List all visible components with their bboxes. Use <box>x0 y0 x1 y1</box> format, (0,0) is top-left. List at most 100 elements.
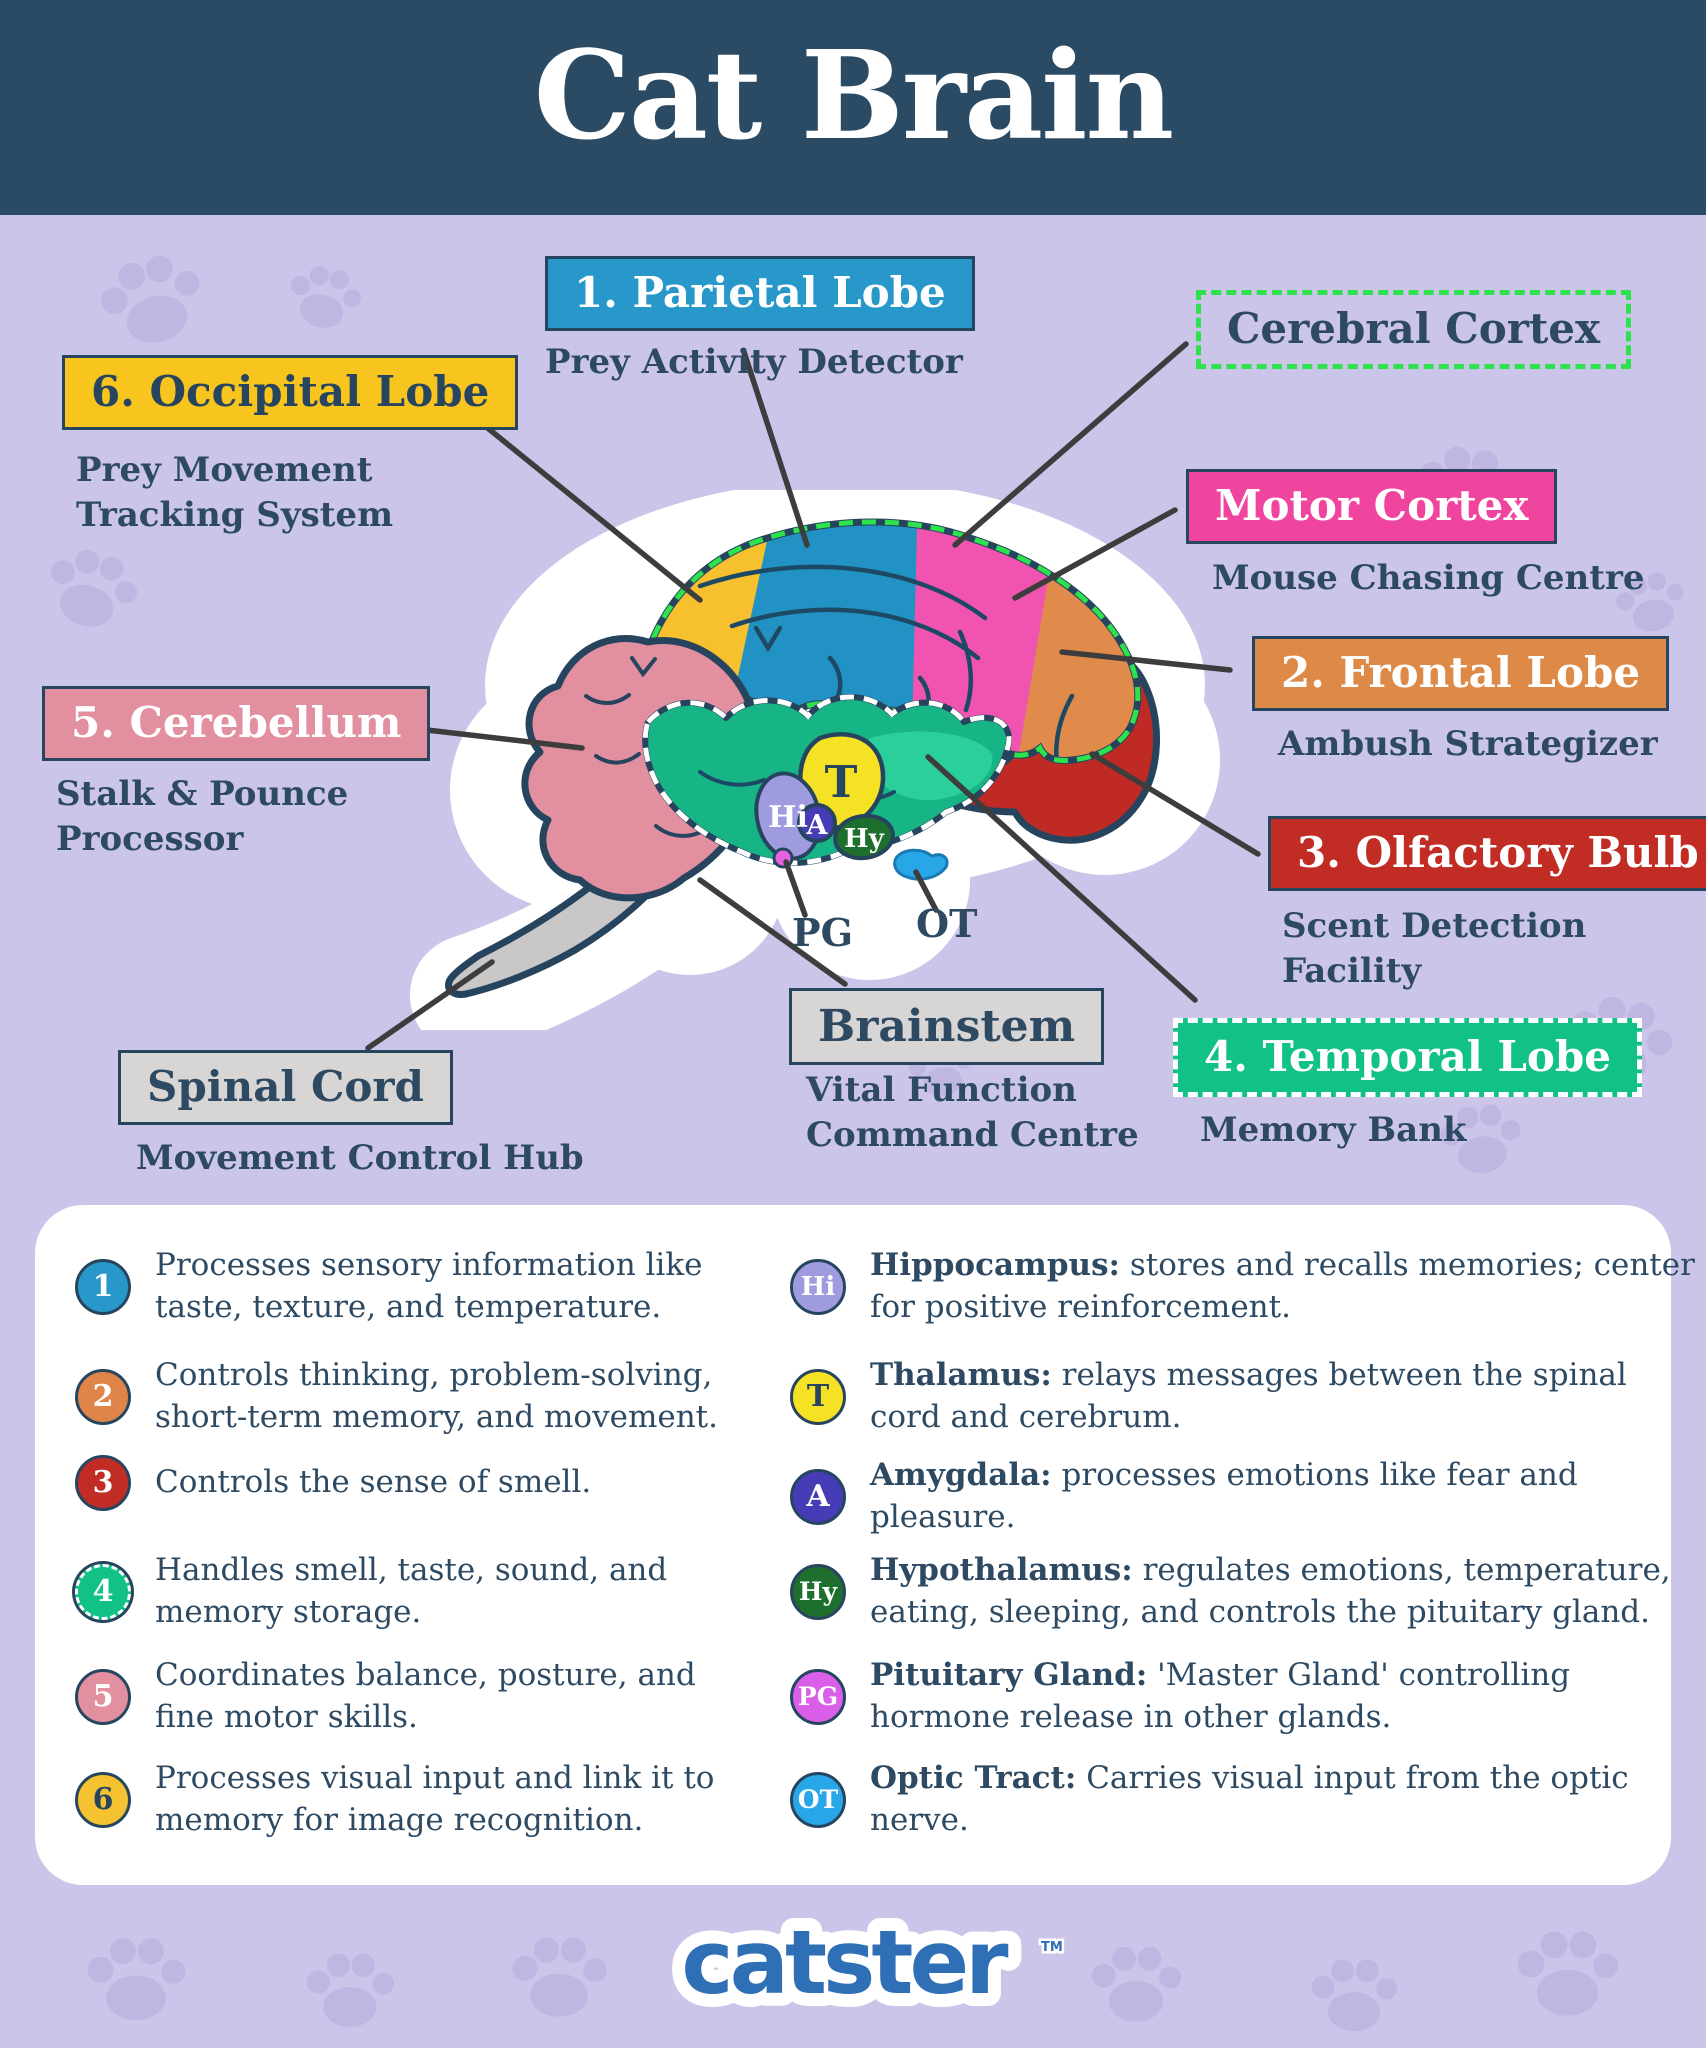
legend-number-5: 5 <box>75 1668 131 1725</box>
paw-print <box>1510 1918 1625 2033</box>
legend-item-4: 4 Handles smell, taste, sound, and memor… <box>75 1550 730 1633</box>
legend-desc-pituitary: 'Master Gland' controlling hormone relea… <box>870 1657 1571 1735</box>
legend-abbr-hy: Hy <box>790 1563 846 1620</box>
legend-item-6: 6 Processes visual input and link it to … <box>75 1758 730 1841</box>
amygdala-letter: A <box>806 810 829 841</box>
subtitle-brainstem-line1: Vital Function <box>806 1070 1077 1110</box>
subtitle-motor: Mouse Chasing Centre <box>1212 558 1645 598</box>
subtitle-brainstem: Vital Function Command Centre <box>806 1068 1139 1158</box>
paw-print <box>275 250 372 347</box>
legend-text-hippocampus: Hippocampus: stores and recalls memories… <box>870 1245 1700 1328</box>
label-motor-cortex: Motor Cortex <box>1186 469 1558 544</box>
hypothalamus-shape <box>833 813 895 861</box>
line-spinal-cord <box>365 959 495 1051</box>
label-frontal-lobe: 2. Frontal Lobe <box>1252 636 1670 711</box>
subtitle-cerebellum-line2: Processor <box>56 818 244 859</box>
legend-item-thalamus: T Thalamus: relays messages between the … <box>790 1355 1700 1438</box>
sulci-lines <box>644 564 1075 761</box>
legend-text-optic-tract: Optic Tract: Carries visual input from t… <box>870 1758 1700 1841</box>
paw-print <box>80 1925 192 2037</box>
cerebellum-shape <box>521 635 764 902</box>
legend-desc-hippocampus: stores and recalls memories; center for … <box>870 1247 1695 1325</box>
header-bar: Cat Brain <box>0 0 1706 215</box>
subtitle-olfactory-line1: Scent Detection <box>1282 906 1587 946</box>
label-olfactory-bulb: 3. Olfactory Bulb <box>1268 816 1706 891</box>
legend-item-5: 5 Coordinates balance, posture, and fine… <box>75 1655 730 1738</box>
legend-item-hypothalamus: Hy Hypothalamus: regulates emotions, tem… <box>790 1550 1700 1633</box>
subtitle-cerebellum: Stalk & Pounce Processor <box>56 772 348 862</box>
temporal-lobe-shape <box>642 694 1012 866</box>
subtitle-brainstem-line2: Command Centre <box>806 1114 1139 1155</box>
legend-number-1: 1 <box>75 1258 131 1315</box>
thalamus-letter: T <box>825 757 858 808</box>
paw-print <box>28 528 154 654</box>
legend-text-pituitary: Pituitary Gland: 'Master Gland' controll… <box>870 1655 1700 1738</box>
catster-logo-text: catster <box>681 1911 1009 2014</box>
legend-item-1: 1 Processes sensory information like tas… <box>75 1245 730 1328</box>
legend-text-thalamus: Thalamus: relays messages between the sp… <box>870 1355 1700 1438</box>
label-parietal-lobe: 1. Parietal Lobe <box>545 256 975 331</box>
legend-number-2: 2 <box>75 1368 131 1425</box>
legend-abbr-hi: Hi <box>790 1258 846 1315</box>
legend-term-optic-tract: Optic Tract: <box>870 1760 1077 1796</box>
legend-term-amygdala: Amygdala: <box>870 1457 1052 1493</box>
line-temporal <box>925 754 1198 1003</box>
hippocampus-shape <box>754 771 822 861</box>
legend-abbr-t: T <box>790 1368 846 1425</box>
legend-text-3: Controls the sense of smell. <box>155 1464 592 1501</box>
optic-tract-shape <box>893 848 949 881</box>
spinal-cord-shape <box>445 804 699 998</box>
legend-item-optic-tract: OT Optic Tract: Carries visual input fro… <box>790 1758 1700 1841</box>
catster-logo: catster TM <box>668 1905 1065 2025</box>
subtitle-occipital: Prey Movement Tracking System <box>76 448 393 538</box>
legend-item-hippocampus: Hi Hippocampus: stores and recalls memor… <box>790 1245 1700 1328</box>
thalamus-shape <box>798 732 886 830</box>
legend-desc-hypothalamus: regulates emotions, temperature, eating,… <box>870 1552 1671 1630</box>
legend-desc-thalamus: relays messages between the spinal cord … <box>870 1357 1627 1435</box>
subtitle-olfactory: Scent Detection Facility <box>1282 904 1586 994</box>
legend-text-hypothalamus: Hypothalamus: regulates emotions, temper… <box>870 1550 1700 1633</box>
legend-number-3: 3 <box>75 1455 131 1511</box>
legend-desc-optic-tract: Carries visual input from the optic nerv… <box>870 1760 1629 1838</box>
cerebral-cortex-dashed-outline <box>635 519 1141 763</box>
legend-text-4: Handles smell, taste, sound, and memory … <box>155 1552 668 1630</box>
line-motor-cortex <box>1012 507 1178 601</box>
catster-tm: TM <box>1041 1940 1063 1955</box>
diagram-abbr-pg: PG <box>792 910 854 955</box>
subtitle-olfactory-line2: Facility <box>1282 950 1422 991</box>
line-cerebral-cortex <box>952 341 1189 548</box>
line-occipital <box>455 401 703 603</box>
pituitary-gland-shape <box>772 847 794 869</box>
paw-print <box>300 1942 400 2042</box>
label-occipital-lobe: 6. Occipital Lobe <box>62 355 519 430</box>
legend-item-pituitary: PG Pituitary Gland: 'Master Gland' contr… <box>790 1655 1700 1738</box>
subtitle-occipital-line2: Tracking System <box>76 494 394 535</box>
paw-print <box>82 232 223 373</box>
cerebrum-outline <box>634 518 1142 764</box>
subtitle-occipital-line1: Prey Movement <box>76 450 373 490</box>
subtitle-frontal: Ambush Strategizer <box>1278 724 1658 764</box>
subtitle-cerebellum-line1: Stalk & Pounce <box>56 774 349 814</box>
legend-abbr-ot: OT <box>790 1771 846 1828</box>
legend-text-2: Controls thinking, problem-solving, shor… <box>155 1357 718 1435</box>
legend-term-thalamus: Thalamus: <box>870 1357 1052 1393</box>
label-brainstem: Brainstem <box>789 988 1105 1065</box>
legend-abbr-a: A <box>790 1468 846 1525</box>
line-olfactory <box>1089 751 1261 857</box>
line-pituitary <box>783 859 808 918</box>
legend-item-amygdala: A Amygdala: processes emotions like fear… <box>790 1455 1700 1538</box>
legend-item-3: 3 Controls the sense of smell. <box>75 1455 730 1511</box>
subtitle-temporal: Memory Bank <box>1200 1110 1467 1150</box>
olfactory-bulb-shape <box>931 642 1160 844</box>
limbic-white-dashed-outline <box>642 694 1012 866</box>
legend-text-6: Processes visual input and link it to me… <box>155 1760 715 1838</box>
legend-number-4: 4 <box>75 1563 131 1620</box>
legend-item-2: 2 Controls thinking, problem-solving, sh… <box>75 1355 730 1438</box>
diagram-abbr-ot: OT <box>916 901 978 946</box>
line-frontal <box>1059 649 1233 673</box>
legend-number-6: 6 <box>75 1771 131 1828</box>
hippocampus-letter: Hi <box>768 800 808 835</box>
legend-term-pituitary: Pituitary Gland: <box>870 1657 1148 1693</box>
hypothalamus-letter: Hy <box>844 824 885 854</box>
